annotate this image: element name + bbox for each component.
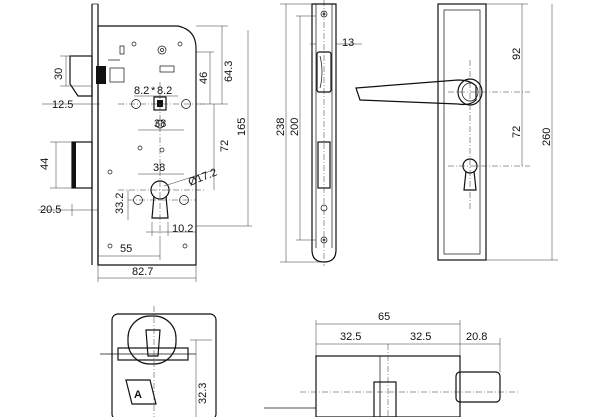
- dim-55: 55: [120, 243, 132, 255]
- cylinder-side-view: [264, 344, 520, 417]
- dim-238: 238: [275, 118, 287, 136]
- cylinder-end-dimensions: 32.3: [190, 339, 212, 417]
- dim-32-5-right: 32.5: [410, 331, 431, 343]
- cylinder-end-view: A: [100, 306, 217, 417]
- dim-72-handle: 72: [511, 126, 523, 138]
- faceplate-view: [311, 0, 337, 266]
- dim-8-2-left: 8.2: [134, 85, 149, 97]
- handle-view: [355, 3, 530, 261]
- dim-38-lower: 38: [153, 162, 165, 174]
- dim-30: 30: [53, 68, 65, 80]
- dim-72: 72: [219, 140, 231, 152]
- dim-200: 200: [289, 118, 301, 136]
- cylinder-key-logo: A: [134, 389, 142, 401]
- faceplate-dimensions: 13 238 200: [275, 3, 362, 263]
- dim-20-5: 20.5: [40, 204, 61, 216]
- handle-dimensions: 92 72 260: [486, 3, 558, 261]
- dim-82-7: 82.7: [132, 266, 153, 278]
- dim-13: 13: [342, 37, 354, 49]
- dim-10-2: 10.2: [172, 223, 193, 235]
- dim-8-2-sep: *: [151, 85, 156, 97]
- dim-33-2: 33.2: [114, 193, 126, 214]
- dim-12-5: 12.5: [52, 99, 73, 111]
- lock-body-view: [69, 3, 204, 266]
- dim-32-3: 32.3: [197, 383, 209, 404]
- dim-20-8: 20.8: [466, 331, 487, 343]
- cylinder-side-dimensions: 65 32.5 32.5 20.8: [315, 311, 501, 372]
- dim-46: 46: [198, 72, 210, 84]
- dim-8-2-right: 8.2: [157, 85, 172, 97]
- dim-64-3: 64.3: [223, 61, 235, 82]
- dim-65: 65: [378, 311, 390, 323]
- dim-32-5-left: 32.5: [340, 331, 361, 343]
- dim-38-upper: 38: [154, 118, 166, 130]
- dim-44: 44: [39, 158, 51, 170]
- dim-92: 92: [511, 48, 523, 60]
- dim-165: 165: [236, 118, 248, 136]
- dim-260: 260: [541, 128, 553, 146]
